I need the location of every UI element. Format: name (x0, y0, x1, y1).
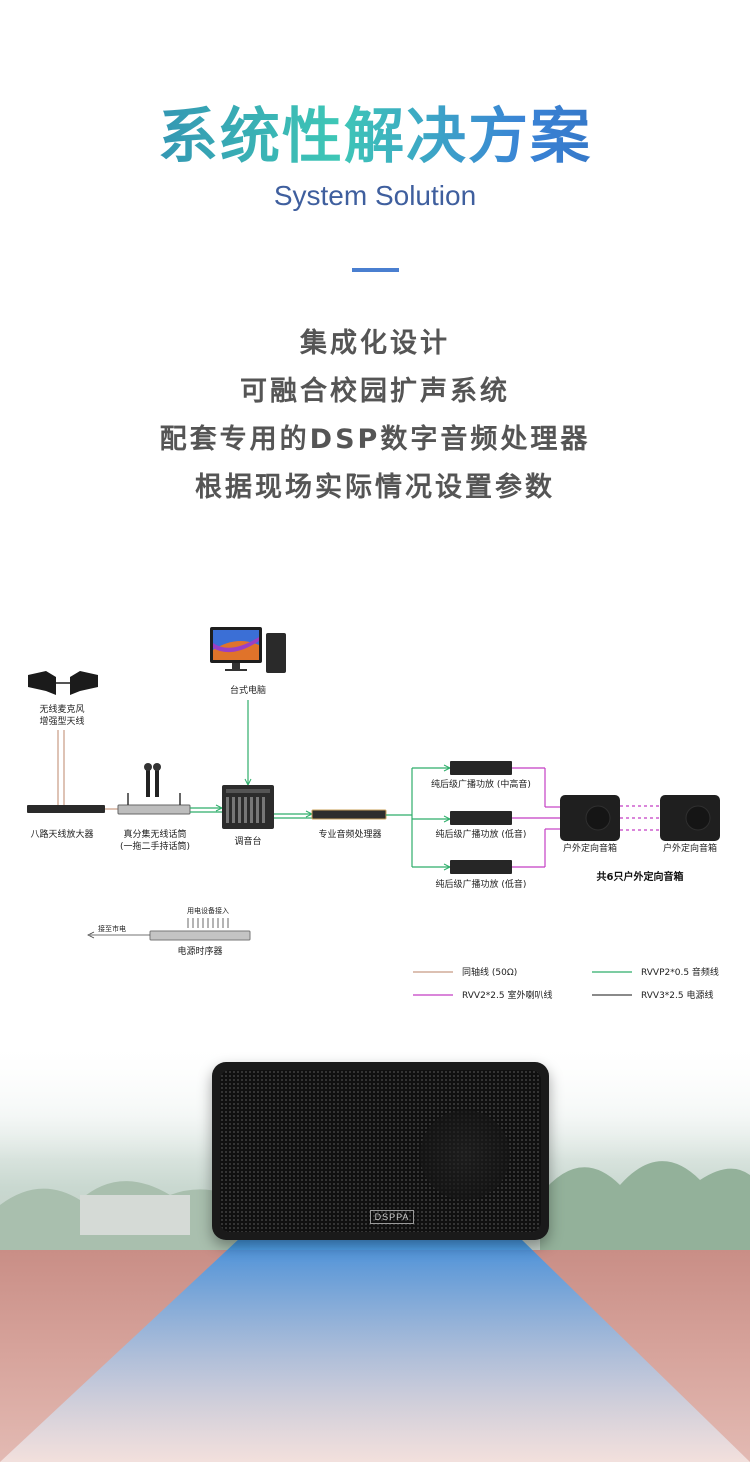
hero-subtitle: System Solution (273, 180, 477, 211)
computer-label: 台式电脑 (230, 684, 266, 696)
feature-line: 根据现场实际情况设置参数 (195, 472, 555, 503)
speaker-total-label: 共6只户外定向音箱 (597, 870, 684, 883)
receiver-label-2: (一拖二手持话筒) (120, 840, 190, 852)
brand-logo: DSPPA (370, 1210, 414, 1224)
feature-line: 可融合校园扩声系统 (240, 376, 510, 407)
seq-devices-label: 用电设备接入 (187, 906, 229, 915)
power-amplifier-mid (450, 761, 512, 775)
amp-mid-label: 纯后级广播功放 (中高音) (431, 778, 531, 790)
dsp-label: 专业音频处理器 (318, 828, 381, 840)
power-amplifier-low (450, 811, 512, 825)
legend: 同轴线 (50Ω) RVVP2*0.5 音频线 RVV2*2.5 室外喇叭线 R… (413, 966, 719, 1001)
amp8-label: 八路天线放大器 (30, 828, 93, 840)
speaker1-label: 户外定向音箱 (563, 842, 617, 854)
feature-list: 集成化设计 可融合校园扩声系统 配套专用的DSP数字音频处理器 根据现场实际情况… (0, 320, 750, 512)
outdoor-speaker-icon (660, 795, 720, 841)
desktop-computer-icon (210, 627, 286, 673)
antenna-label-2: 增强型天线 (39, 715, 84, 727)
sequencer-label: 电源时序器 (177, 945, 222, 957)
legend-label: RVV3*2.5 电源线 (641, 989, 713, 1001)
mixer-console-icon (222, 785, 274, 829)
amp-low2-label: 纯后级广播功放 (低音) (436, 878, 527, 890)
sound-beam (0, 1238, 750, 1462)
amp-low1-label: 纯后级广播功放 (低音) (436, 828, 527, 840)
antenna-label-1: 无线麦克风 (39, 703, 84, 715)
directional-speaker-product: DSPPA (212, 1062, 549, 1240)
receiver-label-1: 真分集无线话筒 (123, 828, 186, 840)
power-amplifier-low (450, 860, 512, 874)
legend-label: RVV2*2.5 室外喇叭线 (462, 989, 552, 1001)
antenna-icon (28, 671, 98, 695)
mixer-label: 调音台 (234, 835, 261, 847)
feature-line: 集成化设计 (300, 328, 450, 359)
feature-line: 配套专用的DSP数字音频处理器 (159, 424, 591, 455)
wireless-receiver (117, 804, 191, 815)
antenna-amplifier (27, 805, 105, 813)
legend-label: RVVP2*0.5 音频线 (641, 966, 719, 978)
product-showcase: DSPPA (0, 1040, 750, 1462)
legend-label: 同轴线 (50Ω) (462, 966, 517, 978)
hero-title: 系统性解决方案 (0, 88, 750, 175)
speaker2-label: 户外定向音箱 (663, 842, 717, 854)
power-sequencer-icon (149, 918, 251, 941)
outdoor-speaker-icon (560, 795, 620, 841)
system-diagram: 无线麦克风 增强型天线 八路天线放大器 真分集无线话筒 (一拖二手持话筒) 台式… (27, 627, 720, 1001)
seq-mains-label: 接至市电 (98, 924, 126, 933)
trees-background (0, 1161, 750, 1255)
accent-divider (352, 268, 399, 272)
dsp-processor (311, 809, 387, 820)
